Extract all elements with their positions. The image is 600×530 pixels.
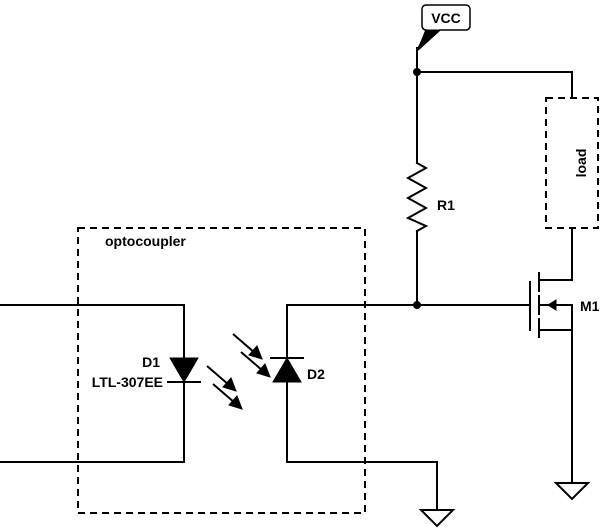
photodiode-d2: D2 xyxy=(270,304,438,509)
ground-symbol-d2 xyxy=(418,509,456,528)
load-box: load xyxy=(545,97,599,281)
optocoupler-box: optocoupler xyxy=(77,227,366,514)
optocoupler-label: optocoupler xyxy=(105,233,186,249)
led-d1: D1 LTL-307EE xyxy=(0,304,201,463)
d1-label: D1 xyxy=(142,354,160,370)
load-label: load xyxy=(573,149,589,178)
vcc-label: VCC xyxy=(431,10,461,26)
ground-symbol-m1 xyxy=(553,479,591,501)
vcc-rail xyxy=(413,47,573,99)
resistor-r1: R1 xyxy=(405,71,455,306)
r1-label: R1 xyxy=(437,197,455,213)
light-arrows xyxy=(206,333,271,410)
m1-label: M1 xyxy=(580,298,600,314)
mosfet-m1: M1 xyxy=(413,272,600,481)
d1-part-label: LTL-307EE xyxy=(92,374,163,390)
vcc-supply-flag: VCC xyxy=(417,4,471,51)
d2-label: D2 xyxy=(307,366,325,382)
